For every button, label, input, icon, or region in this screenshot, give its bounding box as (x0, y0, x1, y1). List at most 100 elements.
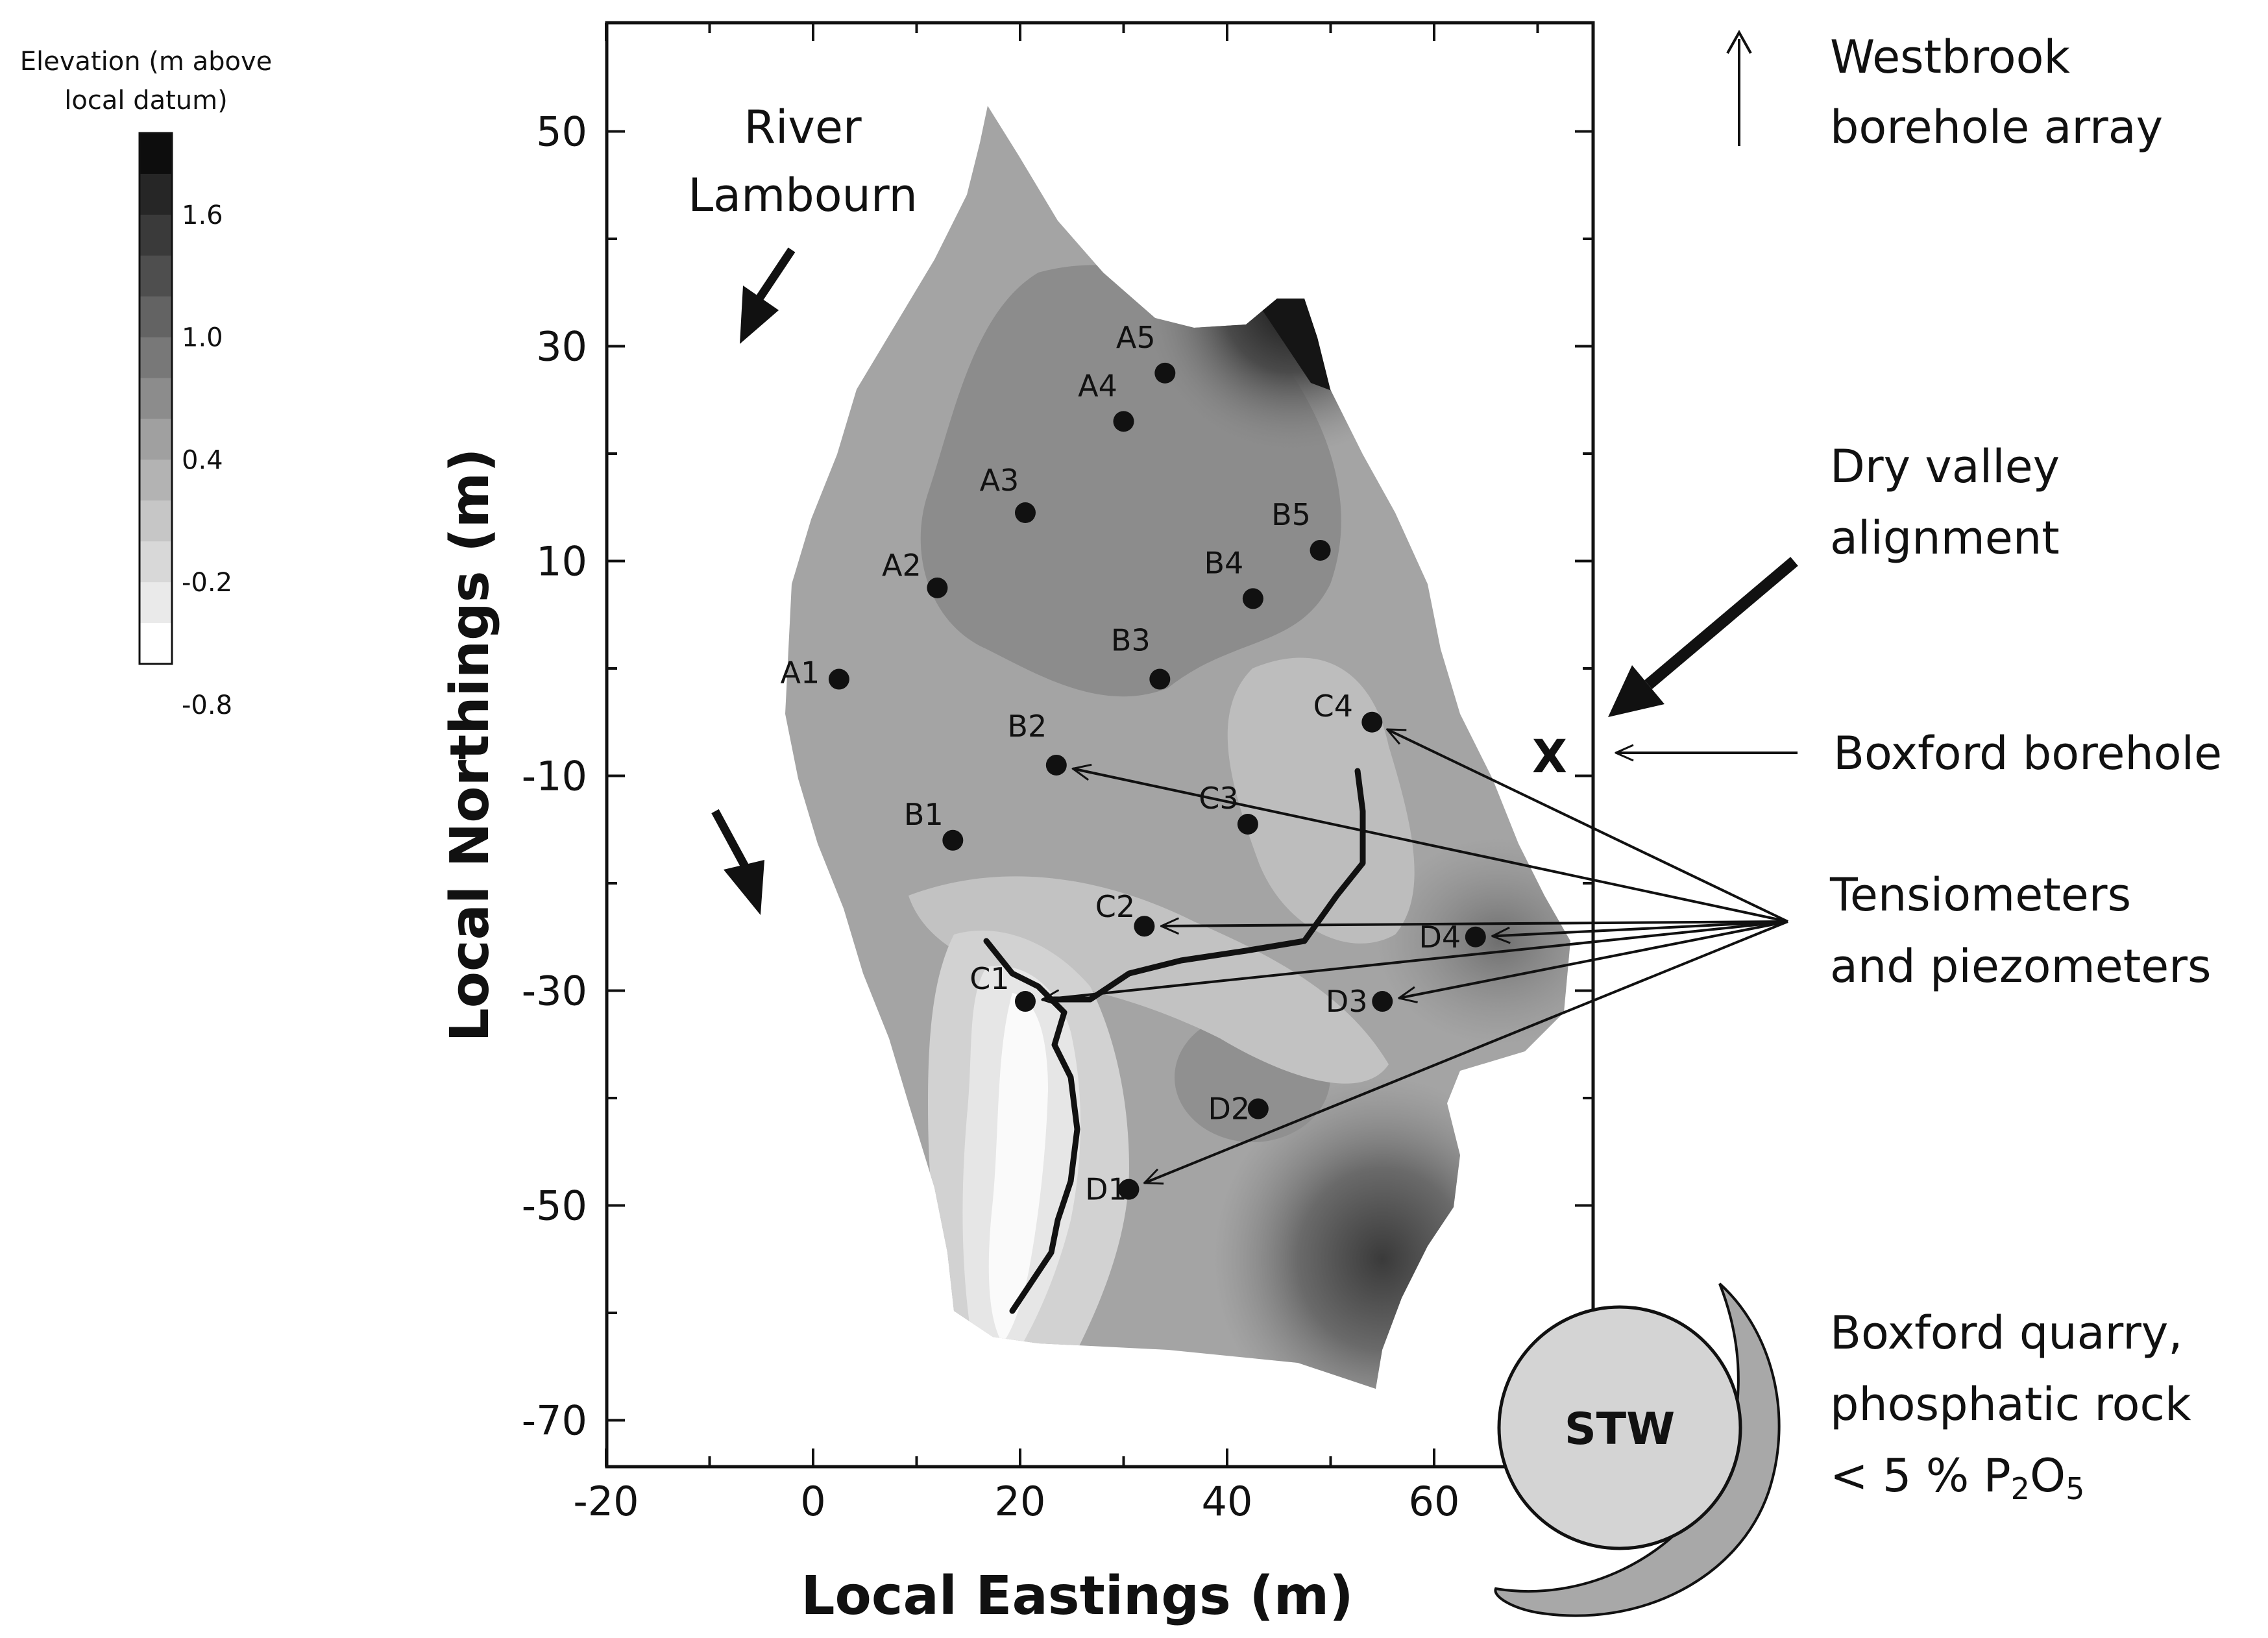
y-tick-label: -10 (522, 753, 587, 800)
dry-valley-label-line1: Dry valley (1830, 440, 2060, 493)
westbrook-label-line2: borehole array (1830, 101, 2163, 154)
leader-to-d4 (1493, 920, 1788, 936)
borehole-label-a1: A1 (781, 655, 820, 691)
dry-valley-arrow-head (1608, 665, 1664, 717)
borehole-a4 (1113, 411, 1134, 432)
boxford-borehole-label: Boxford borehole (1833, 727, 2222, 780)
borehole-a2 (927, 577, 948, 598)
legend-swatch (140, 500, 172, 542)
borehole-label-b4: B4 (1204, 545, 1243, 580)
y-axis-title: Local Northings (m) (439, 448, 501, 1042)
borehole-label-a3: A3 (980, 463, 1019, 498)
legend-swatch (140, 173, 172, 215)
x-axis-title: Local Eastings (m) (801, 1565, 1353, 1627)
stw-label: STW (1565, 1404, 1675, 1455)
legend-title-line1: Elevation (m above (20, 47, 272, 77)
borehole-label-a4: A4 (1078, 368, 1117, 403)
borehole-label-b2: B2 (1007, 709, 1047, 744)
borehole-d4 (1465, 926, 1486, 947)
dry-valley-lines (983, 768, 1366, 1314)
borehole-label-a5: A5 (1116, 320, 1156, 355)
legend-swatch (140, 541, 172, 583)
stw-circle (1497, 1305, 1742, 1550)
y-tick-label: -50 (522, 1182, 587, 1230)
borehole-c4 (1361, 711, 1383, 733)
x-tick-label: 60 (1409, 1478, 1460, 1525)
dry-valley-arrow-shaft (1644, 557, 1798, 689)
legend-swatch (140, 459, 172, 501)
x-tick-label: 20 (995, 1478, 1046, 1525)
leader-to-d3 (1399, 920, 1788, 998)
legend-frame (138, 132, 173, 665)
x-tick-label: 40 (1202, 1478, 1253, 1525)
borehole-label-d1: D1 (1085, 1172, 1127, 1207)
borehole-a3 (1014, 502, 1036, 524)
map-annotations: River Lambourn Westbrook borehole array … (688, 29, 2222, 1617)
north-arrow-head (1726, 29, 1752, 54)
legend-swatch (140, 214, 172, 256)
legend-swatch (140, 337, 172, 379)
borehole-d2 (1247, 1098, 1269, 1119)
valley-arrow-head (724, 860, 764, 915)
valley-arrow-shaft (711, 809, 749, 869)
tensiometers-label-line2: and piezometers (1830, 940, 2211, 993)
borehole-a1 (828, 668, 849, 690)
borehole-a5 (1154, 362, 1176, 384)
legend-level-label: -0.8 (182, 691, 232, 720)
leader-to-d1 (1145, 920, 1788, 1183)
legend-level-label: 1.0 (182, 323, 223, 353)
river-arrow-shaft (755, 247, 796, 301)
tensiometer-leader-lines (1042, 728, 1788, 1183)
quarry-label-line1: Boxford quarry, (1830, 1306, 2183, 1360)
boxford-borehole-marker: X (1532, 730, 1567, 783)
borehole-label-c4: C4 (1313, 689, 1353, 724)
plot-frame (605, 21, 1595, 1469)
dry-valley-label-line2: alignment (1830, 511, 2060, 565)
legend-level-label: -0.2 (182, 568, 232, 598)
borehole-label-c3: C3 (1199, 781, 1238, 816)
borehole-b1 (942, 829, 964, 851)
y-tick-label: 30 (536, 323, 587, 371)
y-tick-label: 10 (536, 538, 587, 585)
legend-swatch (140, 296, 172, 338)
leader-to-c4 (1387, 728, 1788, 923)
x-tick-label: 0 (800, 1478, 825, 1525)
leader-to-c2 (1161, 922, 1788, 926)
legend-level-label: 0.4 (182, 445, 223, 475)
borehole-label-b1: B1 (904, 797, 944, 832)
legend-swatch (140, 582, 172, 624)
borehole-b4 (1242, 588, 1263, 609)
borehole-d3 (1372, 991, 1393, 1012)
flow-direction-arrows (711, 247, 1798, 915)
legend-color-bar (138, 132, 173, 665)
legend-swatch (140, 623, 172, 665)
river-label-line1: River (744, 101, 862, 154)
borehole-b2 (1045, 754, 1067, 776)
river-label-line2: Lambourn (688, 169, 918, 222)
legend-swatch (140, 419, 172, 460)
legend-swatch (140, 378, 172, 419)
y-tick-label: -30 (522, 968, 587, 1015)
legend-level-labels: 1.6 1.0 0.4 -0.2 -0.8 (182, 201, 232, 720)
borehole-label-d4: D4 (1419, 920, 1461, 955)
river-arrow-head (740, 286, 779, 344)
legend-title-line2: local datum) (64, 86, 227, 116)
elevation-surface (785, 106, 1570, 1389)
borehole-d1 (1118, 1179, 1140, 1200)
borehole-c2 (1134, 916, 1155, 937)
legend-swatch (140, 255, 172, 297)
borehole-label-b3: B3 (1111, 623, 1151, 658)
borehole-label-b5: B5 (1271, 497, 1311, 532)
tensiometers-label-line1: Tensiometers (1829, 868, 2131, 922)
y-tick-label: 50 (536, 108, 587, 156)
borehole-label-d2: D2 (1208, 1092, 1250, 1127)
borehole-label-d3: D3 (1326, 984, 1368, 1019)
quarry-label-line2: phosphatic rock (1830, 1378, 2191, 1431)
legend-level-label: 1.6 (182, 201, 223, 230)
y-tick-label: -70 (522, 1397, 587, 1445)
legend-swatch (140, 133, 172, 175)
leader-to-c1 (1042, 920, 1788, 999)
